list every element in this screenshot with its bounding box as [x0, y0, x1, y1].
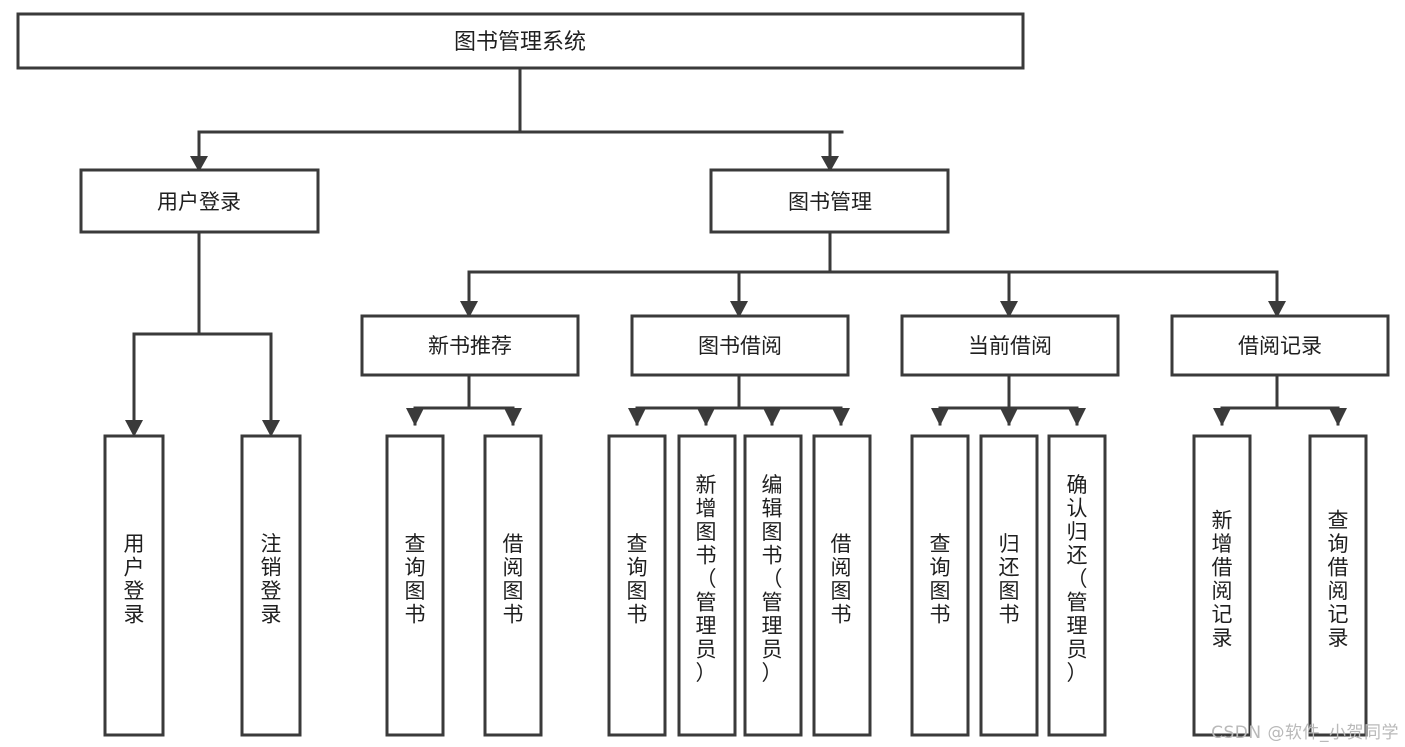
node-borrow-record[interactable]: 借阅记录 — [1170, 314, 1390, 377]
leaf-query-book-1-box[interactable] — [385, 434, 445, 737]
arrow-leaf-user-login — [125, 420, 143, 437]
arrow-leaf-borrow-book-1 — [504, 408, 522, 426]
node-current-borrow[interactable]: 当前借阅 — [900, 314, 1120, 377]
leaf-borrow-book-1-box[interactable] — [483, 434, 543, 737]
leaf-query-record-label: 查询借阅记录 — [1328, 508, 1349, 650]
leaf-user-login-box[interactable] — [103, 434, 165, 737]
leaf-edit-book-box[interactable] — [743, 434, 803, 737]
leaf-confirm-return[interactable]: 确认归还（管理员） — [1047, 434, 1107, 737]
node-root[interactable]: 图书管理系统 — [16, 12, 1025, 70]
leaf-borrow-book-1[interactable]: 借阅图书 — [483, 434, 543, 737]
arrow-leaf-query-record — [1329, 408, 1347, 426]
leaf-add-book-box[interactable] — [677, 434, 737, 737]
leaf-query-record[interactable]: 查询借阅记录 — [1308, 434, 1368, 737]
node-root-box[interactable] — [16, 12, 1025, 70]
node-user-login[interactable]: 用户登录 — [79, 168, 320, 234]
leaf-add-record-label: 新增借阅记录 — [1212, 508, 1233, 650]
arrow-leaf-confirm-return — [1068, 408, 1086, 426]
arrow-borrow-record — [1268, 301, 1286, 318]
leaf-add-book[interactable]: 新增图书（管理员） — [677, 434, 737, 737]
leaf-confirm-return-label: 确认归还（管理员） — [1067, 473, 1088, 685]
leaf-add-book-label: 新增图书（管理员） — [696, 473, 717, 685]
node-book-borrow-label: 图书借阅 — [698, 334, 782, 358]
node-book-borrow-box[interactable] — [630, 314, 850, 377]
node-book-borrow[interactable]: 图书借阅 — [630, 314, 850, 377]
arrow-leaf-query-book-1 — [406, 408, 424, 426]
node-book-manage-label: 图书管理 — [788, 190, 872, 214]
leaf-borrow-book-1-label: 借阅图书 — [503, 532, 524, 627]
arrow-leaf-return-book — [1000, 408, 1018, 426]
node-root-label: 图书管理系统 — [454, 30, 586, 55]
node-new-book-recommend-box[interactable] — [360, 314, 580, 377]
leaf-query-book-3-label: 查询图书 — [930, 532, 951, 627]
arrow-leaf-query-book-3 — [931, 408, 949, 426]
node-borrow-record-box[interactable] — [1170, 314, 1390, 377]
node-book-manage-box[interactable] — [709, 168, 950, 234]
arrow-user-login — [190, 156, 208, 172]
leaf-query-book-3[interactable]: 查询图书 — [910, 434, 970, 737]
leaf-edit-book-label: 编辑图书（管理员） — [762, 473, 783, 685]
arrow-leaf-edit-book — [763, 408, 781, 426]
leaf-user-login[interactable]: 用户登录 — [103, 434, 165, 737]
arrow-book-manage — [821, 156, 839, 172]
node-new-book-recommend[interactable]: 新书推荐 — [360, 314, 580, 377]
leaf-logout-label: 注销登录 — [261, 532, 282, 627]
node-current-borrow-label: 当前借阅 — [968, 334, 1052, 358]
leaf-return-book-label: 归还图书 — [999, 532, 1020, 627]
leaf-query-book-2[interactable]: 查询图书 — [607, 434, 667, 737]
connector-layer — [125, 66, 1347, 437]
arrow-current-borrow — [1000, 301, 1018, 318]
leaf-query-record-box[interactable] — [1308, 434, 1368, 737]
leaf-edit-book[interactable]: 编辑图书（管理员） — [743, 434, 803, 737]
leaf-query-book-1-label: 查询图书 — [405, 532, 426, 627]
leaf-query-book-3-box[interactable] — [910, 434, 970, 737]
node-borrow-record-label: 借阅记录 — [1238, 334, 1322, 358]
leaf-query-book-1[interactable]: 查询图书 — [385, 434, 445, 737]
leaf-borrow-book-2-label: 借阅图书 — [831, 532, 852, 627]
leaf-borrow-book-2[interactable]: 借阅图书 — [812, 434, 872, 737]
leaf-add-record-box[interactable] — [1192, 434, 1252, 737]
arrow-new-book-recommend — [460, 301, 478, 318]
leaf-logout-box[interactable] — [240, 434, 302, 737]
node-user-login-label: 用户登录 — [157, 190, 241, 214]
leaf-return-book-box[interactable] — [979, 434, 1039, 737]
leaf-logout[interactable]: 注销登录 — [240, 434, 302, 737]
node-current-borrow-box[interactable] — [900, 314, 1120, 377]
leaf-return-book[interactable]: 归还图书 — [979, 434, 1039, 737]
node-user-login-box[interactable] — [79, 168, 320, 234]
leaf-confirm-return-box[interactable] — [1047, 434, 1107, 737]
node-new-book-recommend-label: 新书推荐 — [428, 334, 512, 358]
arrow-book-borrow — [730, 301, 748, 318]
arrow-leaf-query-book-2 — [628, 408, 646, 426]
leaf-user-login-label: 用户登录 — [124, 532, 145, 627]
arrow-leaf-logout — [262, 420, 280, 437]
leaf-query-book-2-label: 查询图书 — [627, 532, 648, 627]
node-book-manage[interactable]: 图书管理 — [709, 168, 950, 234]
leaf-query-book-2-box[interactable] — [607, 434, 667, 737]
leaf-borrow-book-2-box[interactable] — [812, 434, 872, 737]
arrow-leaf-add-record — [1213, 408, 1231, 426]
arrow-leaf-add-book — [697, 408, 715, 426]
arrow-leaf-borrow-book-2 — [832, 408, 850, 426]
leaf-add-record[interactable]: 新增借阅记录 — [1192, 434, 1252, 737]
